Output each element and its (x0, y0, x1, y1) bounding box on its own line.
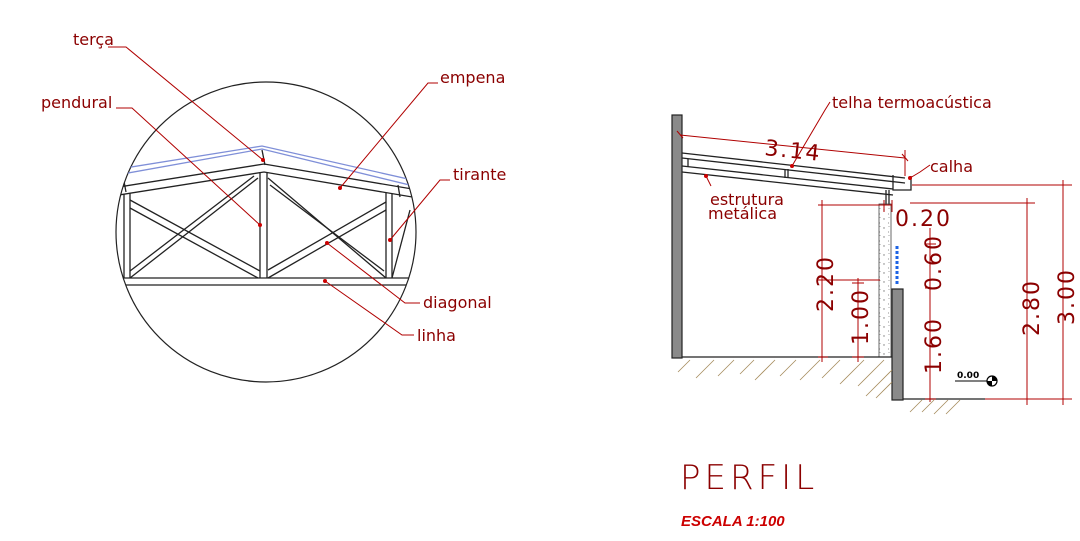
dim-h-160: 1.60 (922, 317, 947, 374)
level-zero: 0.00 (957, 371, 979, 381)
dim-h-060: 0.60 (922, 234, 947, 291)
detail-circle (115, 81, 417, 383)
left-wall (671, 114, 683, 359)
label-metalica: metálica (708, 204, 777, 223)
label-tirante: tirante (453, 165, 506, 184)
dim-wall-gap: 0.20 (895, 207, 952, 232)
dim-h-220: 2.20 (814, 255, 839, 312)
label-terca: terça (73, 30, 114, 49)
label-diagonal: diagonal (423, 293, 492, 312)
label-empena: empena (440, 68, 505, 87)
profile-section: 0.00 3.14 0.20 2.20 1.00 0.60 1.60 2.80 (671, 93, 1080, 530)
ground-hatch (677, 359, 961, 415)
label-pendural: pendural (41, 93, 112, 112)
lower-wall (891, 288, 904, 401)
label-telha: telha termoacústica (832, 93, 992, 112)
truss-detail: terça pendural empena tirante diagonal l… (41, 30, 506, 383)
dim-h-280: 2.80 (1020, 279, 1045, 336)
truss-members (116, 145, 416, 286)
drawing-scale: ESCALA 1:100 (681, 513, 785, 530)
concrete-wall (878, 203, 892, 358)
dim-roof-length: 3.14 (763, 136, 822, 167)
label-linha: linha (417, 326, 456, 345)
drawing-title: PERFIL (680, 458, 818, 498)
label-estrutura: estrutura (710, 190, 784, 209)
dim-h-100: 1.00 (849, 288, 874, 345)
dim-h-300: 3.00 (1055, 268, 1080, 325)
label-calha: calha (930, 157, 973, 176)
